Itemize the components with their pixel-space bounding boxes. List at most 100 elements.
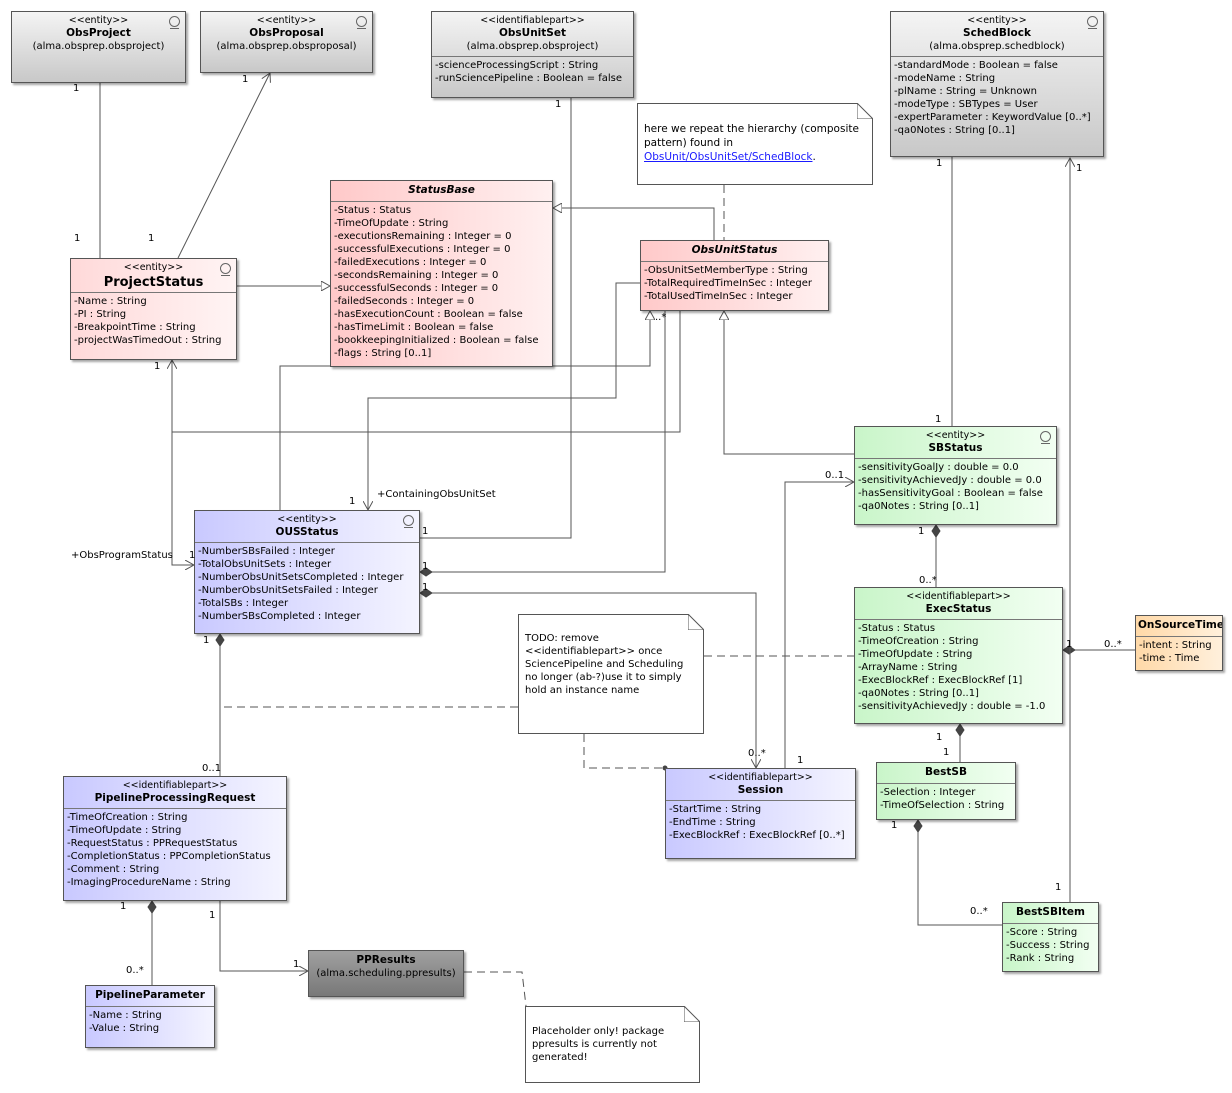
- class-onsourcetime[interactable]: OnSourceTime -intent : String -time : Ti…: [1135, 615, 1223, 671]
- class-projectstatus[interactable]: <<entity>> ProjectStatus -Name : String …: [70, 258, 237, 360]
- class-name: StatusBase: [408, 184, 475, 196]
- class-ppresults[interactable]: PPResults (alma.scheduling.ppresults): [308, 950, 464, 997]
- mult-label: 1: [154, 361, 161, 372]
- attribute: -secondsRemaining : Integer = 0: [334, 270, 499, 281]
- note-link-placeholder: [464, 971, 527, 1007]
- line-containing-obsunitset: [368, 282, 640, 510]
- mult-label: 1: [1055, 882, 1062, 893]
- attribute: -StartTime : String: [669, 804, 762, 815]
- mult-label: 1: [1076, 163, 1083, 174]
- attribute: -TotalObsUnitSets : Integer: [198, 559, 332, 570]
- class-pipelineprocessingrequest[interactable]: <<identifiablepart>> PipelineProcessingR…: [63, 776, 287, 901]
- attribute: -TimeOfSelection : String: [880, 800, 1005, 811]
- attribute: -NumberObsUnitSetsCompleted : Integer: [198, 572, 404, 583]
- class-name: ObsUnitStatus: [691, 244, 778, 256]
- class-execstatus[interactable]: <<identifiablepart>> ExecStatus -Status …: [854, 587, 1063, 724]
- note-tail: .: [812, 151, 816, 163]
- attribute: -ImagingProcedureName : String: [67, 877, 231, 888]
- attribute: -failedExecutions : Integer = 0: [334, 257, 487, 268]
- attribute-list: -StartTime : String -EndTime : String -E…: [666, 800, 855, 844]
- attribute: -modeType : SBTypes = User: [894, 99, 1038, 110]
- note-link[interactable]: ObsUnit/ObsUnitSet/SchedBlock: [644, 151, 813, 163]
- attribute-list: -Score : String -Success : String -Rank …: [1003, 923, 1098, 967]
- attribute-list: -ObsUnitSetMemberType : String -TotalReq…: [641, 261, 828, 305]
- class-name: BestSB: [925, 766, 967, 778]
- line-obsproposal-projectstatus: [177, 73, 270, 259]
- mult-label: 1: [203, 635, 210, 646]
- class-ousstatus[interactable]: <<entity>> OUSStatus -NumberSBsFailed : …: [194, 510, 420, 634]
- entity-icon: [169, 16, 180, 29]
- mult-label: 1: [918, 526, 925, 537]
- note-todo[interactable]: TODO: remove <<identifiablepart>> once S…: [518, 614, 704, 734]
- note-placeholder[interactable]: Placeholder only! package ppresults is c…: [525, 1006, 700, 1083]
- stereotype: <<entity>>: [925, 430, 986, 441]
- attribute: -Selection : Integer: [880, 787, 976, 798]
- class-bestsbitem[interactable]: BestSBItem -Score : String -Success : St…: [1002, 902, 1099, 972]
- class-session[interactable]: <<identifiablepart>> Session -StartTime …: [665, 768, 856, 859]
- gen-sbstatus-obsunitstatus: [724, 311, 854, 455]
- comp-ousstatus-obsunitstatus: [419, 311, 666, 577]
- class-obsproject[interactable]: <<entity>> ObsProject (alma.obsprep.obsp…: [11, 11, 186, 83]
- attribute: -Name : String: [89, 1010, 162, 1021]
- class-obsproposal[interactable]: <<entity>> ObsProposal (alma.obsprep.obs…: [200, 11, 373, 73]
- mult-label: 0..*: [126, 965, 144, 976]
- attribute: -intent : String: [1139, 640, 1212, 651]
- attribute: -runSciencePipeline : Boolean = false: [435, 73, 623, 84]
- mult-label: 1: [422, 561, 429, 572]
- attribute: -flags : String [0..1]: [334, 348, 432, 359]
- entity-icon: [403, 515, 414, 528]
- attribute: -sensitivityAchievedJy : double = -1.0: [858, 701, 1046, 712]
- line-session-sbstatus: [784, 482, 854, 768]
- mult-label: 1: [936, 158, 943, 169]
- mult-label: 1: [936, 732, 943, 743]
- attribute: -TotalSBs : Integer: [198, 598, 289, 609]
- attribute: -TotalUsedTimeInSec : Integer: [644, 291, 793, 302]
- attribute: -Comment : String: [67, 864, 160, 875]
- class-bestsb[interactable]: BestSB -Selection : Integer -TimeOfSelec…: [876, 762, 1016, 820]
- mult-label: 1: [242, 74, 249, 85]
- role-label: +ContainingObsUnitSet: [377, 489, 496, 500]
- attribute: -successfulExecutions : Integer = 0: [334, 244, 511, 255]
- stereotype: <<entity>>: [68, 15, 129, 26]
- attribute: -BreakpointTime : String: [74, 322, 196, 333]
- class-name: SBStatus: [928, 442, 983, 454]
- attribute: -time : Time: [1139, 653, 1200, 664]
- package-name: (alma.obsprep.obsproposal): [216, 41, 357, 52]
- mult-label: 1: [422, 582, 429, 593]
- class-obsunitset[interactable]: <<identifiablepart>> ObsUnitSet (alma.ob…: [431, 11, 634, 98]
- class-name: SchedBlock: [963, 27, 1031, 39]
- role-label: +ObsProgramStatus: [71, 550, 173, 561]
- mult-label: 1: [935, 414, 942, 425]
- note-fold-icon: [688, 614, 704, 630]
- class-sbstatus[interactable]: <<entity>> SBStatus -sensitivityGoalJy :…: [854, 426, 1057, 525]
- attribute-list: -Status : Status -TimeOfCreation : Strin…: [855, 619, 1062, 715]
- attribute-list: -Name : String -Value : String: [86, 1006, 214, 1037]
- class-schedblock[interactable]: <<entity>> SchedBlock (alma.obsprep.sche…: [890, 11, 1104, 157]
- attribute: -TimeOfUpdate : String: [858, 649, 973, 660]
- entity-icon: [220, 263, 231, 276]
- attribute: -expertParameter : KeywordValue [0..*]: [894, 112, 1091, 123]
- line-obsunitset-ousstatus: [420, 98, 572, 539]
- mult-label: 1: [349, 496, 356, 507]
- attribute: -qa0Notes : String [0..1]: [894, 125, 1015, 136]
- attribute: -TimeOfCreation : String: [858, 636, 979, 647]
- attribute: -projectWasTimedOut : String: [74, 335, 222, 346]
- note-hierarchy[interactable]: here we repeat the hierarchy (composite …: [637, 103, 873, 185]
- mult-label: 0..1: [825, 470, 845, 481]
- attribute: -Rank : String: [1006, 953, 1075, 964]
- mult-label: 1: [797, 755, 804, 766]
- class-name: ObsUnitSet: [498, 27, 566, 39]
- mult-label: ..*: [655, 312, 667, 323]
- class-name: PipelineParameter: [95, 989, 205, 1001]
- attribute: -NumberSBsCompleted : Integer: [198, 611, 361, 622]
- attribute: -TotalRequiredTimeInSec : Integer: [644, 278, 813, 289]
- class-obsunitstatus[interactable]: ObsUnitStatus -ObsUnitSetMemberType : St…: [640, 240, 829, 311]
- note-link-todo-ppr: [219, 706, 518, 776]
- attribute: -ExecBlockRef : ExecBlockRef [1]: [858, 675, 1023, 686]
- mult-label: 0..*: [1104, 639, 1122, 650]
- class-statusbase[interactable]: StatusBase -Status : Status -TimeOfUpdat…: [330, 180, 553, 367]
- mult-label: 0..*: [748, 748, 766, 759]
- attribute: -Value : String: [89, 1023, 160, 1034]
- package-name: (alma.scheduling.ppresults): [316, 968, 456, 979]
- class-pipelineparameter[interactable]: PipelineParameter -Name : String -Value …: [85, 985, 215, 1048]
